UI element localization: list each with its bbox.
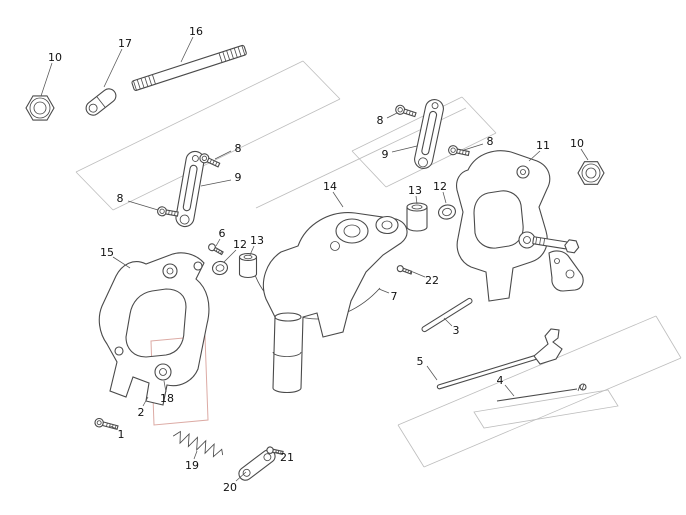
svg-text:10: 10 [48,51,62,64]
callout-2: 2 [138,396,149,419]
svg-text:15: 15 [100,246,114,259]
svg-text:19: 19 [185,459,199,472]
svg-text:18: 18 [160,392,174,405]
callout-9-left: 9 [200,171,242,187]
part-10-hex-nut-right [577,161,605,185]
callouts: 10 17 16 8 9 8 15 6 [40,25,589,494]
part-6-screw [208,243,224,256]
svg-text:2: 2 [138,406,145,419]
callout-8-center-top: 8 [377,112,398,127]
part-12-washer-left [211,260,229,276]
svg-text:5: 5 [417,355,424,368]
svg-text:11: 11 [536,139,550,152]
part-8-bolt-left-bottom [157,206,179,217]
svg-text:8: 8 [117,192,124,205]
svg-text:20: 20 [223,481,237,494]
callout-13-left: 13 [249,234,264,256]
part-18-bushing [154,363,172,381]
callout-7: 7 [378,288,398,303]
callout-13-center: 13 [408,184,422,205]
callout-14: 14 [323,180,344,208]
callout-12-center: 12 [433,180,447,204]
callout-8-left-top: 8 [214,142,242,160]
callout-15: 15 [100,246,131,269]
callout-10-right: 10 [570,137,589,161]
svg-text:8: 8 [377,114,384,127]
svg-text:4: 4 [497,374,504,387]
svg-text:9: 9 [382,148,389,161]
svg-text:14: 14 [323,180,337,193]
svg-text:9: 9 [235,171,242,184]
svg-text:13: 13 [250,234,264,247]
svg-text:13: 13 [408,184,422,197]
part-21-screw [266,446,284,455]
part-8-bolt-center-bottom [448,145,470,157]
part-12-washer-center [438,204,456,220]
svg-text:12: 12 [233,238,247,251]
svg-text:1: 1 [118,428,125,441]
svg-text:16: 16 [189,25,203,38]
svg-text:8: 8 [487,135,494,148]
clamp-lever [548,250,584,292]
callout-3: 3 [443,317,460,337]
part-13-bushing-center [406,202,428,232]
svg-text:21: 21 [280,451,294,464]
construction-lines [75,60,682,468]
callout-11: 11 [528,139,550,162]
part-17-link-plate [85,88,117,116]
part-15-clamp-bracket-left [98,252,210,406]
callout-1: 1 [109,425,125,441]
svg-text:12: 12 [433,180,447,193]
svg-text:3: 3 [453,324,460,337]
part-16-threaded-rod [131,44,247,91]
callout-6: 6 [215,227,226,247]
part-22-screw [396,265,413,275]
callout-22: 22 [412,271,439,287]
part-9-slotted-link-left [175,150,205,228]
clamp-screw [532,236,580,254]
part-13-bushing-left [238,252,258,279]
part-11-clamp-bracket-right [456,150,584,302]
svg-text:8: 8 [235,142,242,155]
part-3-pin [421,297,473,333]
callout-5: 5 [417,355,438,381]
callout-9-center: 9 [382,145,418,161]
part-5-rod-latch [436,328,563,390]
part-10-hex-nut-left [25,95,55,121]
svg-text:6: 6 [219,227,226,240]
bracket-arm-hole [193,261,203,271]
svg-text:7: 7 [391,290,398,303]
callout-10-left: 10 [40,51,62,97]
part-4-rod [496,383,587,402]
part-8-bolt-left-top [199,153,221,168]
part-9-slotted-link-center [414,99,444,169]
part-19-spring [172,430,224,458]
callout-19: 19 [185,450,199,472]
part-8-bolt-center-top [395,104,417,118]
callout-17: 17 [103,37,132,88]
svg-text:17: 17 [118,37,132,50]
callout-8-left-bottom: 8 [117,192,159,211]
callout-16: 16 [180,25,203,63]
callout-18: 18 [160,380,174,405]
svg-text:22: 22 [425,274,439,287]
part-1-bolt [94,417,119,431]
callout-8-center-bottom: 8 [463,135,494,151]
callout-21: 21 [275,451,294,464]
callout-4: 4 [497,374,515,397]
callout-12-left: 12 [223,238,247,263]
callout-20: 20 [223,471,247,494]
part-14-swivel-bracket [262,212,408,394]
svg-text:10: 10 [570,137,584,150]
